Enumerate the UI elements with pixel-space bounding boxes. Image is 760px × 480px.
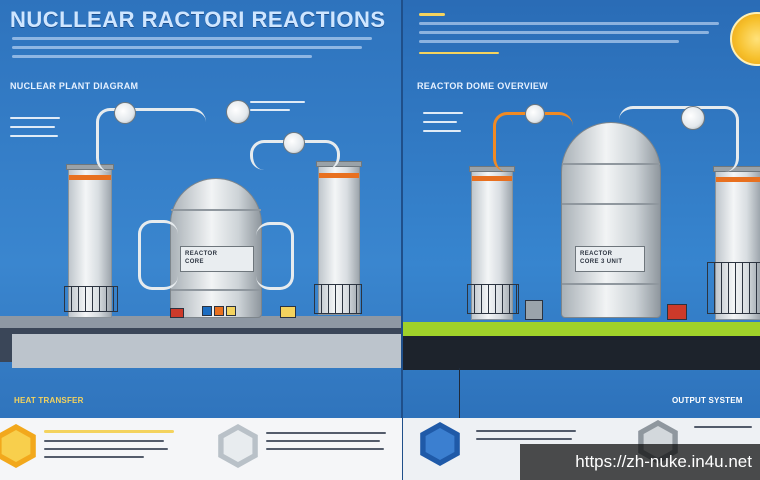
page-title: NUCLLEAR RACTORI REACTIONS: [10, 7, 386, 32]
valve-indicator: [681, 106, 705, 130]
bottom-text-line: [694, 426, 752, 428]
steam-pipe: [619, 106, 739, 172]
steam-pipe: [96, 108, 206, 172]
side-note-line: [10, 135, 58, 137]
intro-text-line: [12, 55, 312, 58]
left-panel: NUCLLEAR RACTORI REACTIONS NUCLEAR PLANT…: [0, 0, 402, 480]
tag-line: [419, 13, 445, 16]
bottom-tag: HEAT TRANSFER: [14, 396, 84, 405]
tower-scaffold: [707, 262, 760, 314]
callout-pointer: [459, 368, 460, 418]
side-note-line: [10, 126, 55, 128]
foundation: [12, 334, 402, 368]
reactor-label-line: REACTOR: [580, 251, 613, 257]
watermark-url: https://zh-nuke.in4u.net: [520, 444, 760, 480]
bottom-text-line: [476, 430, 576, 432]
valve-indicator: [283, 132, 305, 154]
side-note-line: [423, 130, 461, 132]
bottom-text-line: [476, 438, 572, 440]
equipment-block: [667, 304, 687, 320]
side-note-line: [423, 112, 463, 114]
reactor-dome: [561, 122, 661, 318]
intro-text-line: [12, 46, 362, 49]
valve-indicator: [525, 104, 545, 124]
bottom-tag: OUTPUT SYSTEM: [672, 396, 743, 405]
right-panel: REACTOR DOME OVERVIEW REACTOR CORE 3 UNI…: [403, 0, 760, 480]
accent-line: [419, 52, 499, 54]
sun-icon: [730, 12, 760, 66]
equipment-block: [525, 300, 543, 320]
valve-indicator: [226, 100, 250, 124]
reactor-label-line: CORE 3 UNIT: [580, 259, 623, 265]
side-note-line: [10, 117, 60, 119]
reactor-label-plate: REACTOR CORE 3 UNIT: [575, 246, 645, 272]
bottom-text-line: [266, 440, 380, 442]
panel-divider: [401, 0, 404, 480]
intro-text-line: [12, 37, 372, 40]
reactor-label-plate: REACTOR CORE: [180, 246, 254, 272]
reactor-label-line: REACTOR: [185, 251, 218, 257]
intro-text-line: [419, 22, 719, 25]
section-heading: REACTOR DOME OVERVIEW: [417, 81, 548, 91]
section-heading: NUCLEAR PLANT DIAGRAM: [10, 81, 139, 91]
ground-strip: [403, 322, 760, 336]
callout-line: [250, 101, 305, 103]
bottom-text-line: [266, 448, 384, 450]
bottom-text-line: [44, 456, 144, 458]
factory-hex-icon: [420, 422, 460, 466]
equipment-block: [214, 306, 224, 316]
callout-line: [250, 109, 290, 111]
tower-scaffold: [467, 284, 519, 314]
side-note-line: [423, 121, 457, 123]
molecule-hex-icon: [218, 424, 258, 468]
bottom-text-line: [266, 432, 386, 434]
coolant-pipe: [138, 220, 178, 290]
ground-slab: [403, 336, 760, 370]
bottom-text-line: [44, 448, 168, 450]
bottom-text-line: [44, 430, 174, 433]
tower-scaffold: [314, 284, 362, 314]
reactor-label-line: CORE: [185, 259, 204, 265]
equipment-block: [280, 306, 296, 318]
equipment-block: [170, 308, 184, 318]
coolant-pipe: [256, 222, 294, 290]
intro-text-line: [419, 31, 709, 34]
bottom-text-line: [44, 440, 164, 442]
equipment-block: [226, 306, 236, 316]
equipment-block: [202, 306, 212, 316]
ground-edge: [0, 316, 402, 328]
tower-scaffold: [64, 286, 118, 312]
intro-text-line: [419, 40, 679, 43]
valve-indicator: [114, 102, 136, 124]
